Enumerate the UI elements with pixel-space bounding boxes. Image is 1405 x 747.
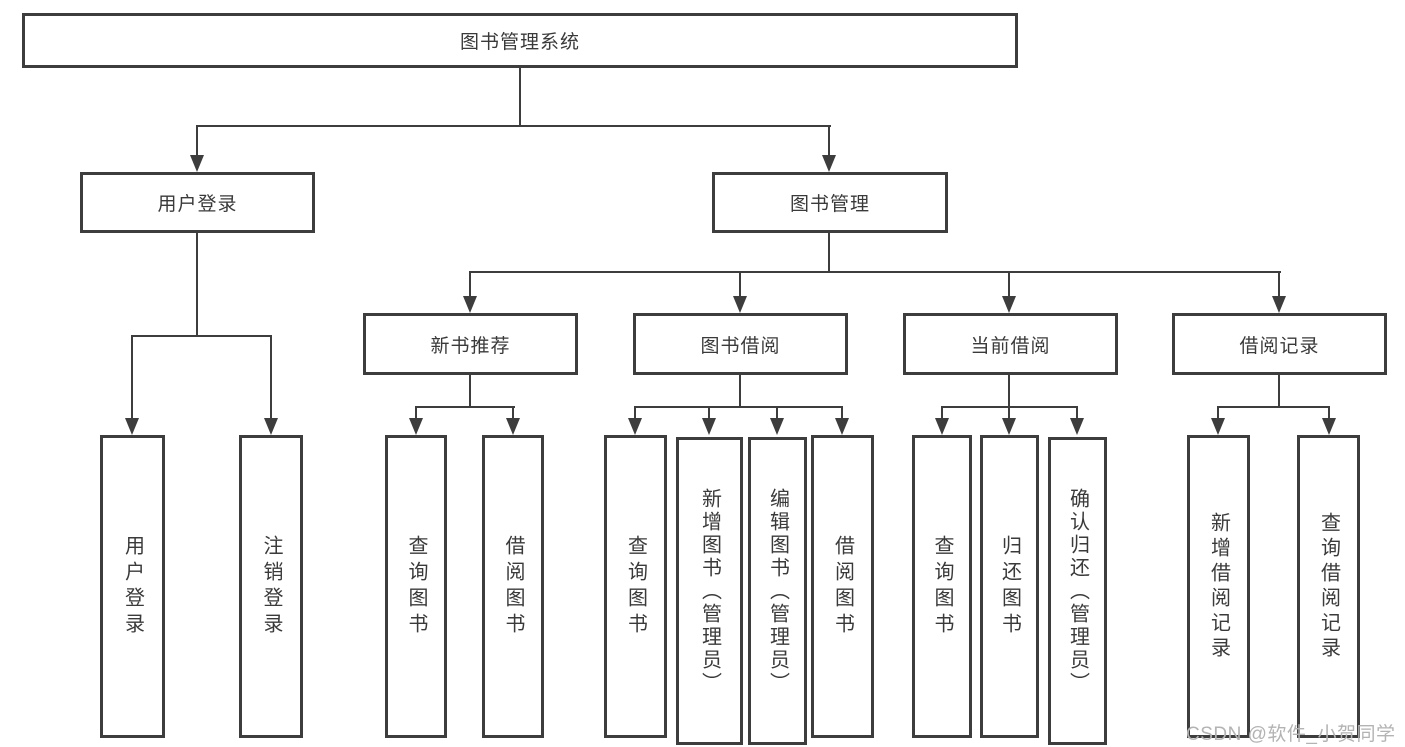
connector-groupA-drop2 bbox=[512, 406, 514, 420]
connector-groupA-bar bbox=[415, 406, 515, 408]
connector-drop-newbook bbox=[469, 271, 471, 299]
node-label: 图书管理 bbox=[789, 194, 870, 215]
connector-root-stem bbox=[519, 68, 521, 127]
arrowhead-user-login bbox=[190, 155, 204, 172]
connector-groupC-stem bbox=[1008, 375, 1010, 408]
node-current-borrowing: 当前借阅 bbox=[903, 313, 1118, 375]
leaf-label: 归还图书 bbox=[998, 534, 1021, 639]
leaf-label: 确认归还（管理员） bbox=[1066, 487, 1089, 695]
connector-drop-currentborrow bbox=[1008, 271, 1010, 299]
leaf-label: 借阅图书 bbox=[502, 534, 524, 639]
arrowhead-book-mgmt bbox=[822, 155, 836, 172]
node-label: 当前借阅 bbox=[970, 335, 1051, 357]
leaf-query-borrow-record: 查询借阅记录 bbox=[1297, 435, 1360, 738]
connector-drop-book-mgmt bbox=[828, 125, 830, 158]
connector-groupB-drop4 bbox=[841, 406, 843, 420]
leaf-label: 用户登录 bbox=[121, 534, 144, 639]
arrowhead-groupC-2 bbox=[1002, 418, 1016, 435]
connector-drop-bookborrow bbox=[739, 271, 741, 299]
connector-groupB-drop1 bbox=[634, 406, 636, 420]
node-label: 图书管理系统 bbox=[459, 32, 580, 53]
csdn-watermark: CSDN @软件_小贺同学 bbox=[1186, 724, 1396, 745]
arrowhead-groupA-2 bbox=[506, 418, 520, 435]
connector-groupC-drop2 bbox=[1008, 406, 1010, 420]
arrowhead-newbook bbox=[463, 296, 477, 313]
arrowhead-groupB-3 bbox=[770, 418, 784, 435]
node-book-borrowing: 图书借阅 bbox=[633, 313, 848, 375]
arrowhead-groupD-1 bbox=[1211, 418, 1225, 435]
leaf-add-borrow-record: 新增借阅记录 bbox=[1187, 435, 1250, 738]
arrowhead-groupB-2 bbox=[702, 418, 716, 435]
connector-userlogin-bar bbox=[131, 335, 272, 337]
arrowhead-leaf-login bbox=[125, 418, 139, 435]
connector-groupA-drop1 bbox=[415, 406, 417, 420]
connector-groupC-drop1 bbox=[941, 406, 943, 420]
connector-groupD-bar bbox=[1217, 406, 1330, 408]
node-library-management-system: 图书管理系统 bbox=[22, 13, 1018, 68]
connector-drop-records bbox=[1278, 271, 1280, 299]
leaf-label: 新增借阅记录 bbox=[1207, 511, 1230, 662]
node-book-management-branch: 图书管理 bbox=[712, 172, 948, 233]
arrowhead-records bbox=[1272, 296, 1286, 313]
arrowhead-leaf-logout bbox=[264, 418, 278, 435]
leaf-label: 注销登录 bbox=[260, 534, 282, 639]
node-label: 新书推荐 bbox=[430, 335, 511, 357]
connector-groupB-drop2 bbox=[708, 406, 710, 420]
leaf-query-books-borrowing: 查询图书 bbox=[604, 435, 667, 738]
node-user-login-branch: 用户登录 bbox=[80, 172, 315, 233]
connector-bookmgmt-stem bbox=[828, 233, 830, 273]
connector-bookmgmt-bar bbox=[469, 271, 1281, 273]
connector-groupB-stem bbox=[739, 375, 741, 408]
leaf-logout: 注销登录 bbox=[239, 435, 303, 738]
leaf-label: 编辑图书（管理员） bbox=[766, 487, 789, 695]
connector-groupC-drop3 bbox=[1076, 406, 1078, 420]
arrowhead-groupA-1 bbox=[409, 418, 423, 435]
leaf-label: 借阅图书 bbox=[831, 534, 854, 639]
leaf-label: 查询图书 bbox=[405, 534, 427, 639]
connector-drop-user-login bbox=[196, 125, 198, 158]
leaf-confirm-return-admin: 确认归还（管理员） bbox=[1048, 437, 1107, 745]
arrowhead-currentborrow bbox=[1002, 296, 1016, 313]
leaf-borrow-books-borrowing: 借阅图书 bbox=[811, 435, 874, 738]
node-label: 图书借阅 bbox=[700, 335, 781, 357]
leaf-label: 新增图书（管理员） bbox=[698, 487, 721, 695]
node-label: 借阅记录 bbox=[1239, 335, 1320, 357]
connector-groupA-stem bbox=[469, 375, 471, 408]
node-new-book-recommend: 新书推荐 bbox=[363, 313, 578, 375]
connector-groupD-stem bbox=[1278, 375, 1280, 408]
connector-root-bar bbox=[197, 125, 831, 127]
connector-groupB-bar bbox=[634, 406, 843, 408]
connector-drop-leaf-login bbox=[131, 335, 133, 420]
arrowhead-groupC-1 bbox=[935, 418, 949, 435]
connector-groupD-drop1 bbox=[1217, 406, 1219, 420]
connector-userlogin-stem bbox=[196, 233, 198, 337]
connector-drop-leaf-logout bbox=[270, 335, 272, 420]
leaf-label: 查询图书 bbox=[931, 534, 953, 639]
node-label: 用户登录 bbox=[157, 194, 238, 215]
leaf-user-login: 用户登录 bbox=[100, 435, 165, 738]
arrowhead-groupB-1 bbox=[628, 418, 642, 435]
leaf-label: 查询图书 bbox=[624, 534, 647, 639]
node-borrow-records: 借阅记录 bbox=[1172, 313, 1387, 375]
arrowhead-bookborrow bbox=[733, 296, 747, 313]
leaf-query-books-current: 查询图书 bbox=[912, 435, 972, 738]
arrowhead-groupD-2 bbox=[1322, 418, 1336, 435]
arrowhead-groupB-4 bbox=[835, 418, 849, 435]
leaf-return-book: 归还图书 bbox=[980, 435, 1039, 738]
connector-groupD-drop2 bbox=[1328, 406, 1330, 420]
leaf-add-book-admin: 新增图书（管理员） bbox=[676, 437, 743, 745]
leaf-query-books-recommend: 查询图书 bbox=[385, 435, 447, 738]
leaf-borrow-books-recommend: 借阅图书 bbox=[482, 435, 544, 738]
leaf-edit-book-admin: 编辑图书（管理员） bbox=[748, 437, 807, 745]
connector-groupB-drop3 bbox=[776, 406, 778, 420]
arrowhead-groupC-3 bbox=[1070, 418, 1084, 435]
leaf-label: 查询借阅记录 bbox=[1317, 511, 1340, 662]
